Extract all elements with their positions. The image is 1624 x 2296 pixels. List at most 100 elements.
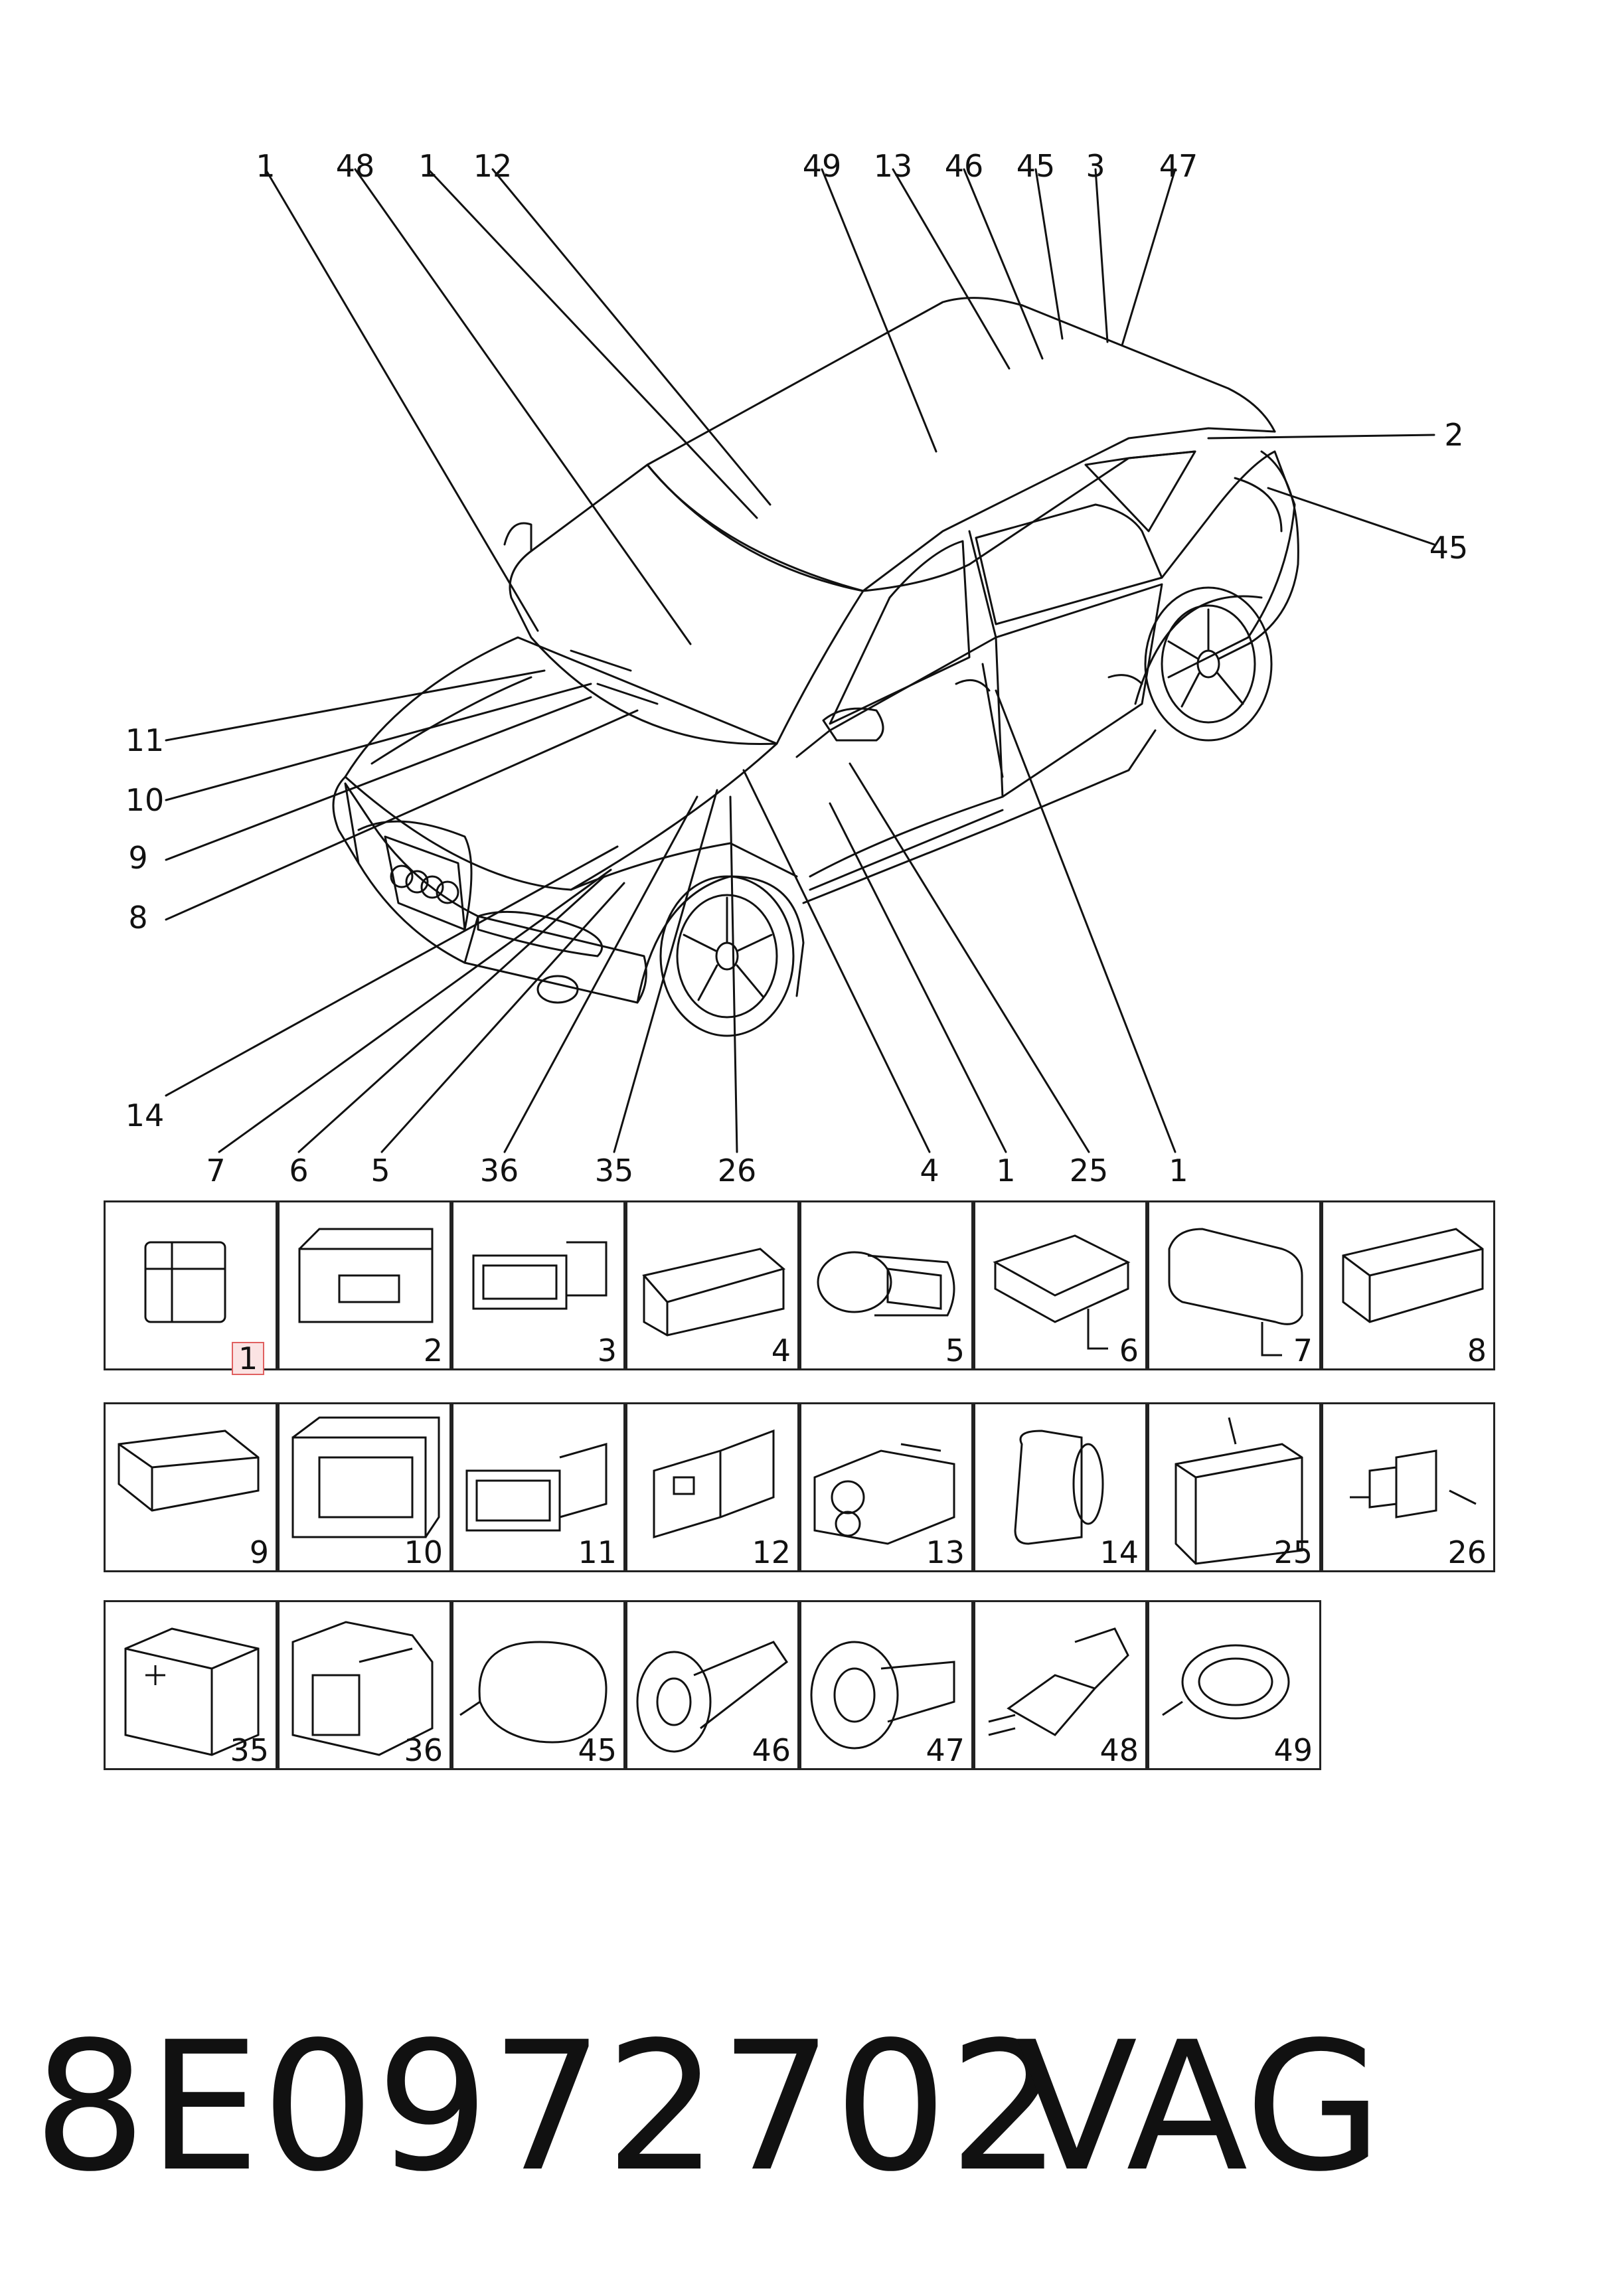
connector-illustration-7: [1168, 1228, 1303, 1356]
callout-25: 25: [1069, 1153, 1109, 1189]
connector-cell-3[interactable]: 3: [451, 1200, 625, 1370]
callout-45: 45: [1429, 530, 1469, 566]
connector-illustration-11: [465, 1443, 608, 1532]
connector-number: 25: [1273, 1534, 1313, 1570]
callout-1: 1: [996, 1153, 1016, 1189]
connector-number: 4: [771, 1333, 791, 1368]
callout-3: 3: [1086, 148, 1105, 184]
connector-cell-11[interactable]: 11: [451, 1402, 625, 1572]
connector-cell-25[interactable]: 25: [1147, 1402, 1321, 1572]
connector-illustration-46: [636, 1641, 789, 1753]
connector-number: 48: [1099, 1732, 1139, 1768]
connector-illustration-12: [653, 1429, 775, 1539]
connector-illustration-10: [291, 1416, 440, 1538]
connector-cell-7[interactable]: 7: [1147, 1200, 1321, 1370]
connector-illustration-47: [810, 1641, 955, 1750]
connector-illustration-9: [118, 1430, 260, 1512]
connector-illustration-35: [124, 1627, 260, 1756]
connector-number: 45: [578, 1732, 617, 1768]
connector-number: 35: [230, 1732, 269, 1768]
callout-2: 2: [1444, 417, 1464, 453]
connector-number: 1: [232, 1342, 265, 1375]
callout-45: 45: [1016, 148, 1056, 184]
connector-cell-35[interactable]: 35: [104, 1600, 278, 1770]
connector-number: 2: [423, 1333, 443, 1368]
connector-number: 26: [1447, 1534, 1487, 1570]
callout-13: 13: [873, 148, 913, 184]
callout-7: 7: [206, 1153, 226, 1189]
callout-1: 1: [1169, 1153, 1188, 1189]
connector-illustration-4: [642, 1248, 786, 1337]
connector-number: 3: [597, 1333, 617, 1368]
connector-cell-47[interactable]: 47: [799, 1600, 973, 1770]
connector-illustration-2: [298, 1228, 434, 1323]
callout-10: 10: [125, 782, 165, 818]
connector-illustration-45: [459, 1641, 608, 1744]
callout-47: 47: [1159, 148, 1198, 184]
callout-1: 1: [256, 148, 276, 184]
connector-illustration-14: [1014, 1430, 1104, 1545]
connector-illustration-13: [813, 1443, 955, 1545]
connector-number: 14: [1099, 1534, 1139, 1570]
connector-cell-9[interactable]: 9: [104, 1402, 278, 1572]
callout-4: 4: [920, 1153, 939, 1189]
connector-number: 49: [1273, 1732, 1313, 1768]
callout-5: 5: [370, 1153, 390, 1189]
connector-illustration-48: [988, 1627, 1129, 1736]
connector-illustration-6: [993, 1234, 1131, 1350]
part-number: 8E0972702: [33, 2004, 1064, 2211]
connector-number: 6: [1119, 1333, 1139, 1368]
callout-14: 14: [125, 1098, 165, 1133]
connector-number: 46: [752, 1732, 791, 1768]
connector-cell-12[interactable]: 12: [625, 1402, 799, 1572]
connector-illustration-36: [291, 1621, 434, 1756]
callout-1: 1: [418, 148, 438, 184]
connector-cell-10[interactable]: 10: [278, 1402, 451, 1572]
brand-name: VAG: [1016, 2004, 1383, 2211]
callout-36: 36: [479, 1153, 519, 1189]
connector-cell-36[interactable]: 36: [278, 1600, 451, 1770]
callout-12: 12: [473, 148, 513, 184]
connector-cell-5[interactable]: 5: [799, 1200, 973, 1370]
connector-number: 9: [249, 1534, 269, 1570]
callout-46: 46: [944, 148, 984, 184]
callout-35: 35: [594, 1153, 634, 1189]
connector-illustration-5: [817, 1251, 955, 1317]
connector-illustration-1: [144, 1241, 226, 1323]
connector-number: 8: [1467, 1333, 1487, 1368]
callout-8: 8: [128, 900, 148, 936]
connector-number: 47: [926, 1732, 965, 1768]
connector-number: 5: [945, 1333, 965, 1368]
connector-cell-8[interactable]: 8: [1321, 1200, 1495, 1370]
connector-cell-1[interactable]: 1: [104, 1200, 278, 1375]
connector-number: 7: [1293, 1333, 1313, 1368]
connector-cell-49[interactable]: 49: [1147, 1600, 1321, 1770]
callout-11: 11: [125, 722, 165, 758]
connector-cell-26[interactable]: 26: [1321, 1402, 1495, 1572]
connector-number: 10: [404, 1534, 443, 1570]
connector-number: 11: [578, 1534, 617, 1570]
connector-cell-2[interactable]: 2: [278, 1200, 451, 1370]
connector-number: 13: [926, 1534, 965, 1570]
callout-48: 48: [335, 148, 375, 184]
connector-illustration-26: [1350, 1449, 1477, 1518]
connector-number: 12: [752, 1534, 791, 1570]
connector-cell-13[interactable]: 13: [799, 1402, 973, 1572]
connector-cell-14[interactable]: 14: [973, 1402, 1147, 1572]
connector-cell-4[interactable]: 4: [625, 1200, 799, 1370]
connector-number: 36: [404, 1732, 443, 1768]
connector-cell-6[interactable]: 6: [973, 1200, 1147, 1370]
connector-illustration-3: [472, 1241, 608, 1310]
callout-9: 9: [128, 840, 148, 876]
connector-cell-46[interactable]: 46: [625, 1600, 799, 1770]
car-illustration: [165, 168, 1435, 1153]
connector-illustration-25: [1175, 1417, 1303, 1565]
connector-illustration-8: [1342, 1228, 1484, 1323]
callout-26: 26: [717, 1153, 757, 1189]
callout-6: 6: [289, 1153, 309, 1189]
connector-cell-48[interactable]: 48: [973, 1600, 1147, 1770]
connector-illustration-49: [1162, 1644, 1290, 1720]
callout-49: 49: [802, 148, 842, 184]
connector-cell-45[interactable]: 45: [451, 1600, 625, 1770]
